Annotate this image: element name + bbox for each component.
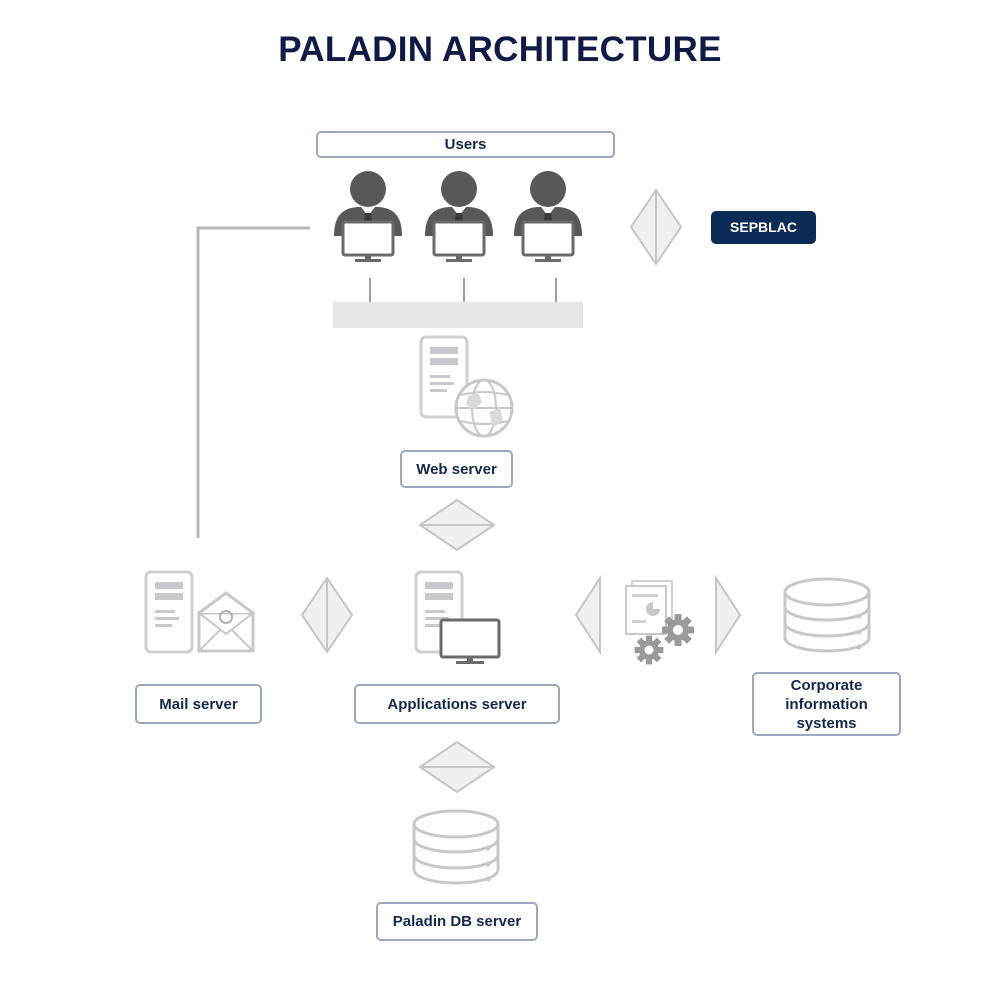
users-group: [332, 169, 584, 264]
applications-server-label: Applications server: [354, 684, 560, 724]
user-drop-lines: [369, 278, 557, 302]
documents-with-gears-icon: [625, 580, 694, 665]
web-server-label: Web server: [400, 450, 513, 488]
page-title: PALADIN ARCHITECTURE: [278, 30, 722, 69]
mail-server-icon: [144, 570, 255, 654]
mail-server-label: Mail server: [135, 684, 262, 724]
network-bar: [333, 302, 583, 328]
mail-link-line: [196, 226, 310, 538]
user-icon: [332, 169, 404, 264]
corporate-systems-label: Corporate information systems: [752, 672, 901, 736]
web-server-icon: [419, 335, 514, 438]
sepblac-label: SEPBLAC: [711, 211, 816, 244]
arrow-left-icon: [574, 574, 601, 656]
connector-mail-apps-icon: [300, 576, 354, 654]
connector-apps-db-icon: [418, 740, 496, 794]
user-icon: [512, 169, 584, 264]
users-label: Users: [316, 131, 615, 158]
paladin-database-icon: [412, 809, 500, 885]
user-icon: [423, 169, 495, 264]
connector-web-apps-icon: [418, 498, 496, 552]
arrow-right-icon: [715, 574, 742, 656]
corporate-database-icon: [783, 577, 871, 653]
connector-users-sepblac-icon: [629, 188, 683, 266]
paladin-db-server-label: Paladin DB server: [376, 902, 538, 941]
applications-server-icon: [414, 570, 501, 664]
